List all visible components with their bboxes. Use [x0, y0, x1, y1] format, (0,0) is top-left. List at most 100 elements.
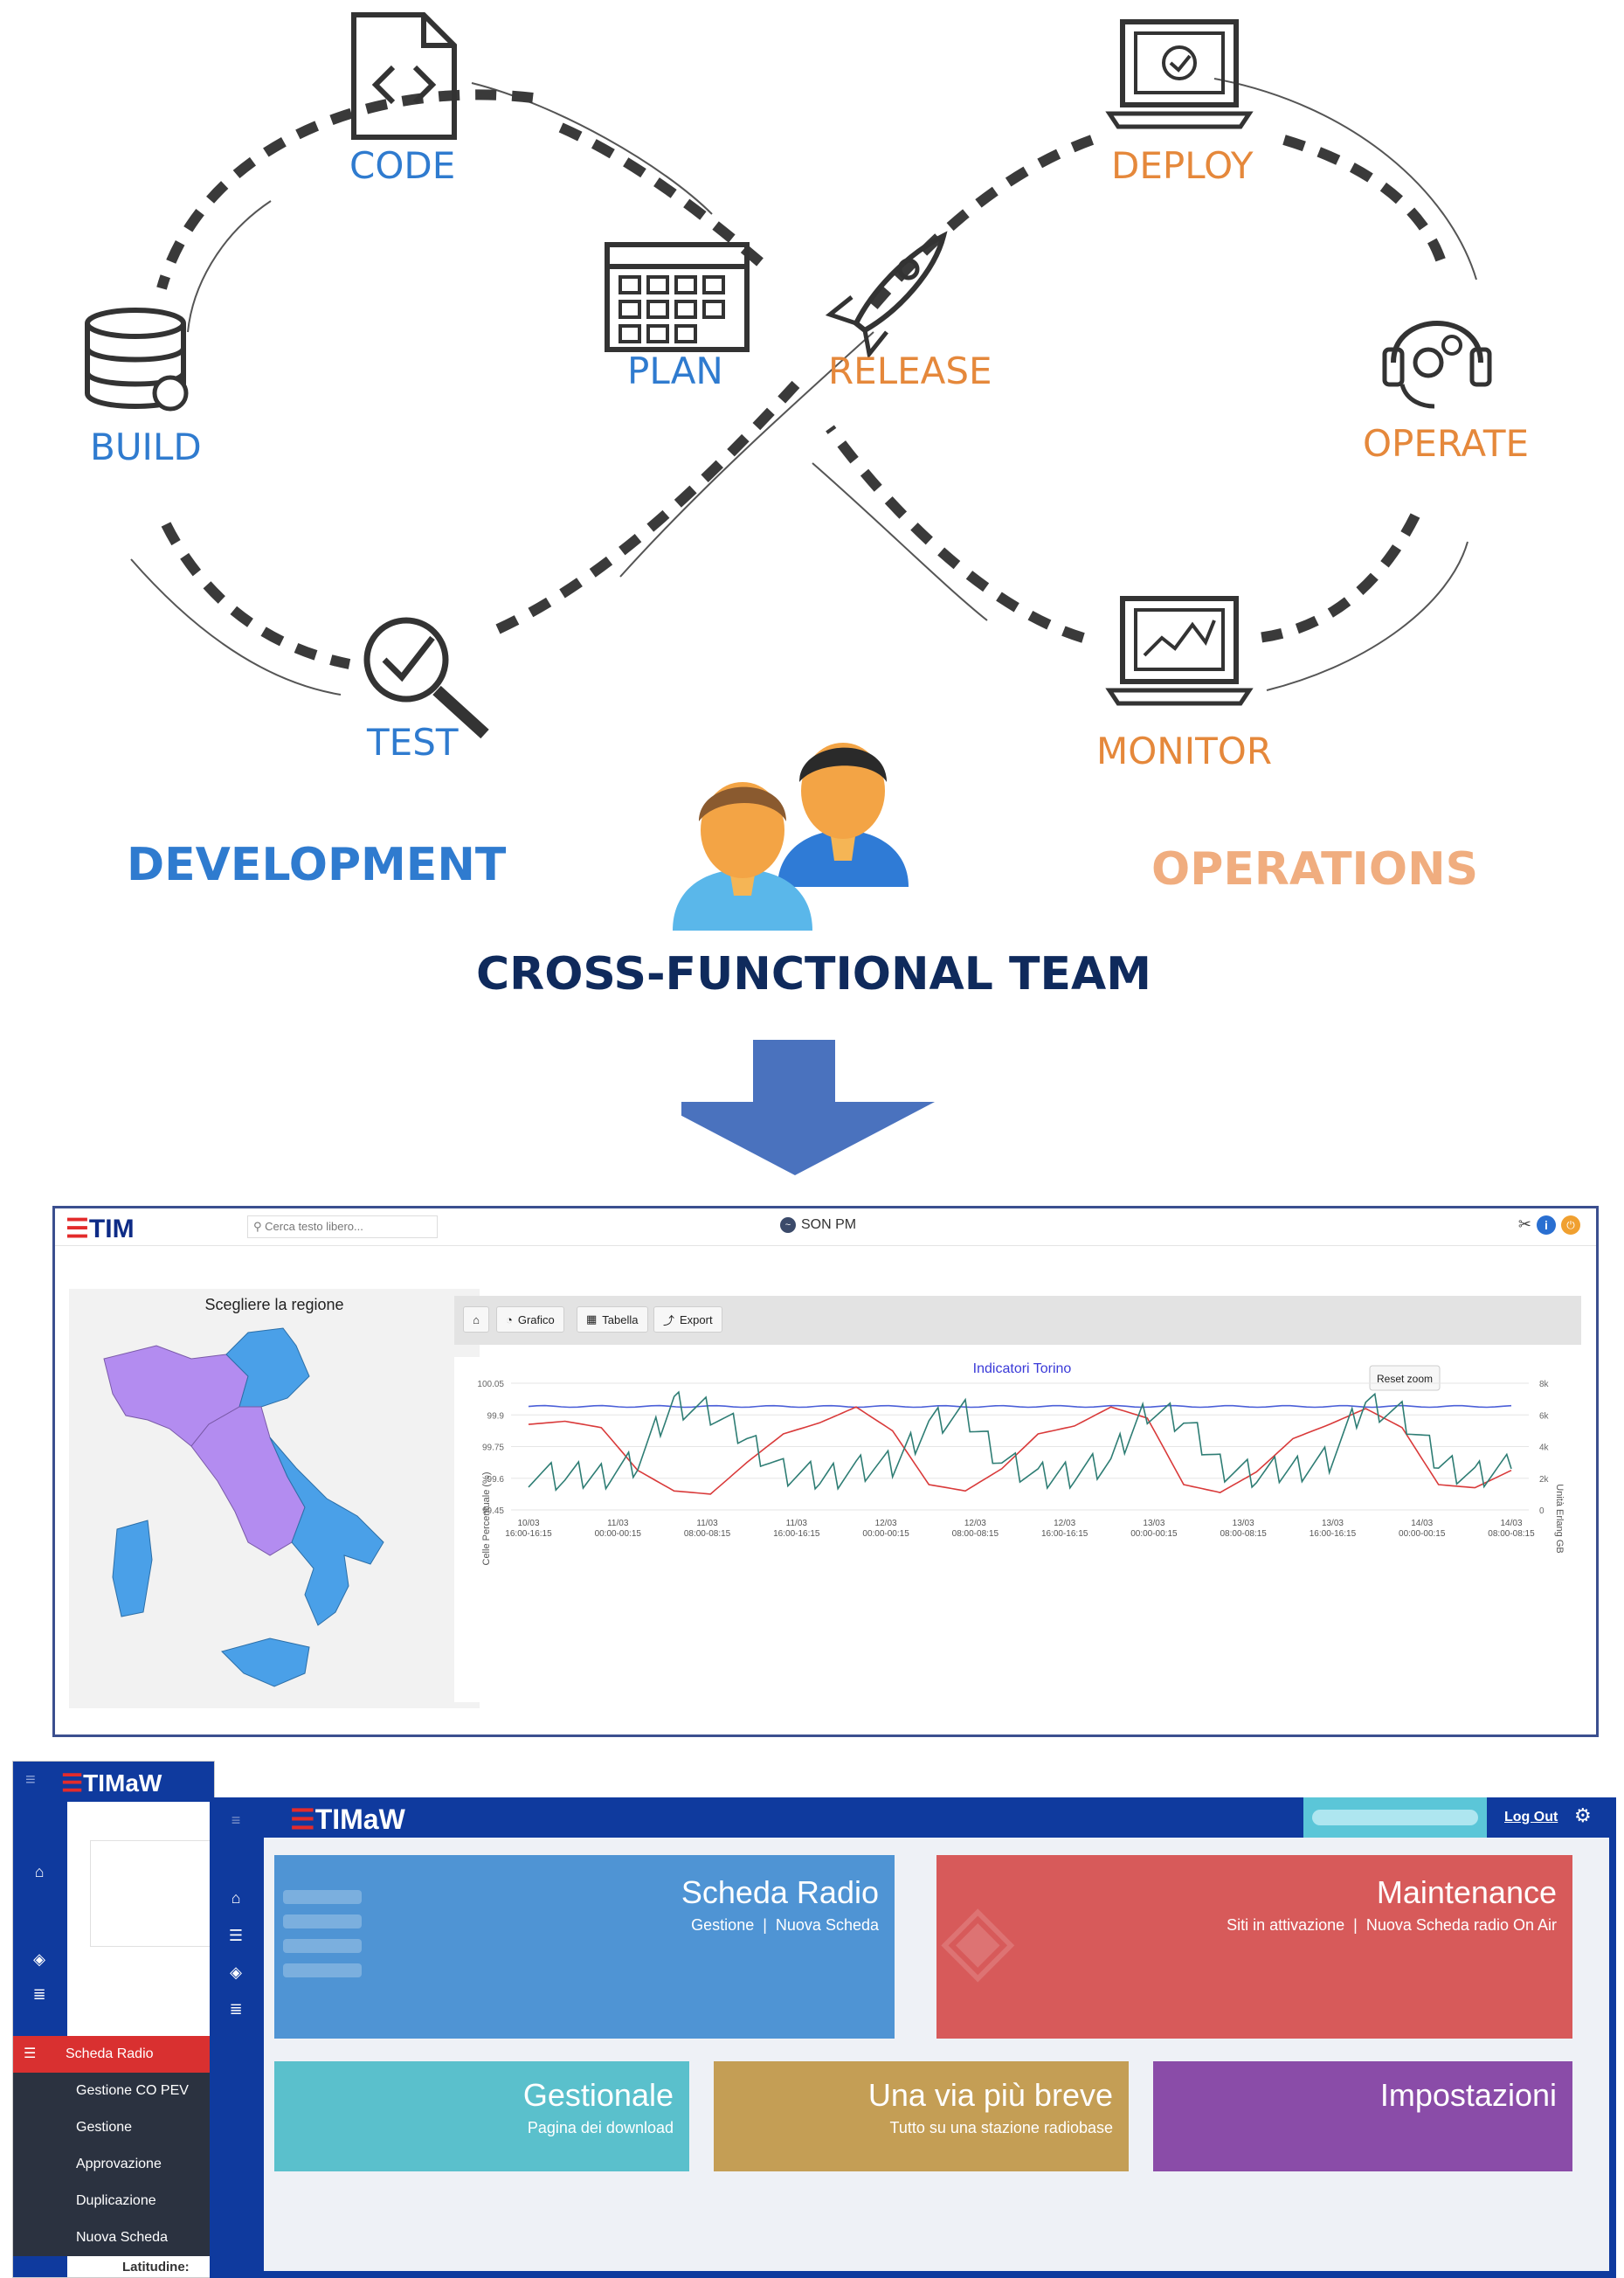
info-icon[interactable]: i [1537, 1215, 1556, 1235]
table-icon: ▦ [586, 1312, 598, 1326]
link-nuova-scheda[interactable]: Nuova Scheda [775, 1916, 879, 1934]
link-siti-in-attivazione[interactable]: Siti in attivazione [1227, 1916, 1345, 1934]
development-label: DEVELOPMENT [127, 839, 507, 891]
stage-release: RELEASE [828, 350, 992, 392]
app-title: ~ SON PM [780, 1217, 856, 1233]
map-region-sicily [221, 1638, 310, 1687]
y-tick-right: 4k [1539, 1444, 1550, 1453]
stage-plan: PLAN [627, 350, 723, 392]
svg-text:Reset zoom: Reset zoom [1377, 1373, 1433, 1385]
cross-functional-team-label: CROSS-FUNCTIONAL TEAM [476, 948, 1151, 1001]
y-tick-left: 99.6 [487, 1475, 505, 1485]
menu-gestione[interactable]: Gestione [13, 2109, 214, 2146]
list-icon[interactable]: ☰ [228, 1927, 244, 1944]
tim-stripes-icon: ☰ [66, 1215, 89, 1243]
main-header: ☰TIMaW Log Out ⚙ [264, 1797, 1616, 1838]
home-icon[interactable]: ⌂ [231, 1889, 241, 1907]
cube-icon[interactable]: ◈ [33, 1950, 45, 1968]
headset-gears-icon [1382, 321, 1492, 409]
menu-duplicazione[interactable]: Duplicazione [13, 2183, 214, 2219]
export-icon: ⤴ [663, 1313, 675, 1327]
team-avatars-icon [673, 743, 909, 931]
tile-una-via-piu-breve[interactable]: Una via più breve Tutto su una stazione … [714, 2061, 1129, 2171]
timaw-logo-main: ☰TIMaW [290, 1804, 405, 1835]
home-button[interactable]: ⌂ [463, 1306, 489, 1333]
power-icon[interactable]: ⏻ [1561, 1215, 1580, 1235]
y-tick-right: 0 [1539, 1506, 1545, 1516]
y-tick-right: 8k [1539, 1380, 1550, 1389]
pulse-icon: ~ [780, 1217, 796, 1233]
operations-label: OPERATIONS [1151, 843, 1479, 896]
sonpm-window: ☰TIM ⚲ Cerca testo libero... ~ SON PM ✂ … [52, 1206, 1599, 1737]
stage-code: CODE [349, 144, 456, 187]
stage-build: BUILD [90, 426, 202, 468]
link-nuova-scheda-on-air[interactable]: Nuova Scheda radio On Air [1365, 1916, 1557, 1934]
magnifier-check-icon [363, 617, 489, 739]
y-tick-left: 99.9 [487, 1411, 505, 1421]
latitude-label: Latitudine: [122, 2260, 190, 2275]
reset-zoom-button[interactable]: Reset zoom [1369, 1365, 1441, 1391]
tools-icon[interactable]: ✂ [1517, 1215, 1531, 1233]
timaw-main-window: ≡ ⌂ ☰ ◈ ≣ ☰TIMaW Log Out ⚙ Scheda Radio … [210, 1797, 1616, 2278]
tile-gestionale[interactable]: Gestionale Pagina dei download [274, 2061, 689, 2171]
logout-link[interactable]: Log Out [1504, 1810, 1558, 1824]
menu-gestione-co-pev[interactable]: Gestione CO PEV [13, 2073, 214, 2109]
user-name-blurred [1312, 1810, 1478, 1825]
menu-approvazione[interactable]: Approvazione [13, 2146, 214, 2183]
database-icon[interactable]: ≣ [229, 2000, 243, 2018]
map-region-sardinia [112, 1520, 153, 1617]
map-region-centre [190, 1406, 306, 1556]
main-body: Scheda Radio Gestione | Nuova Scheda Mai… [264, 1838, 1609, 2271]
gear-icon[interactable]: ⚙ [1574, 1804, 1592, 1826]
menu-nuova-scheda[interactable]: Nuova Scheda [13, 2219, 214, 2256]
hamburger-icon[interactable]: ≡ [231, 1811, 241, 1829]
link-gestione[interactable]: Gestione [691, 1916, 755, 1934]
search-input[interactable]: ⚲ Cerca testo libero... [247, 1215, 438, 1238]
y-tick-left: 99.45 [482, 1506, 504, 1516]
tile-maintenance[interactable]: Maintenance Siti in attivazione | Nuova … [936, 1855, 1572, 2039]
chart-icon: ◔ [506, 1312, 513, 1326]
chart-title: Indicatori Torino [973, 1361, 1072, 1376]
map-region-north-east [225, 1327, 310, 1408]
series-line [528, 1390, 1512, 1492]
down-arrow-icon [681, 1040, 935, 1175]
list-icon: ☰ [24, 2046, 37, 2061]
table-button[interactable]: ▦Tabella [577, 1306, 648, 1333]
y-axis-right-label: Unità Erlang GB [1554, 1484, 1565, 1553]
tile-impostazioni[interactable]: Impostazioni [1153, 2061, 1572, 2171]
calendar-icon [605, 242, 750, 352]
home-icon[interactable]: ⌂ [34, 1863, 45, 1880]
stage-monitor: MONITOR [1096, 730, 1272, 772]
stage-test: TEST [367, 721, 459, 764]
line-chart: Indicatori Torino Reset zoom 100.0599.99… [477, 1361, 1565, 1566]
stage-deploy: DEPLOY [1111, 144, 1254, 187]
tile-scheda-radio[interactable]: Scheda Radio Gestione | Nuova Scheda [274, 1855, 895, 2039]
code-file-icon [351, 12, 457, 140]
home-icon: ⌂ [473, 1312, 480, 1326]
map-region-south [269, 1437, 384, 1626]
database-icon[interactable]: ≣ [32, 1985, 46, 2003]
chart-button[interactable]: ◔Grafico [496, 1306, 564, 1333]
cube-icon[interactable]: ◈ [230, 1963, 242, 1981]
menu-scheda-radio[interactable]: ☰ Scheda Radio [13, 2036, 214, 2073]
region-map-panel: Scegliere la regione [69, 1289, 480, 1708]
series-line [528, 1404, 1512, 1409]
hamburger-icon[interactable]: ≡ [25, 1770, 36, 1790]
link-pagina-download[interactable]: Pagina dei download [527, 2119, 674, 2136]
laptop-monitor-icon [1105, 596, 1254, 706]
y-tick-left: 99.75 [482, 1444, 504, 1453]
italy-map[interactable] [95, 1324, 445, 1700]
cube-watermark-icon: ◈ [941, 1884, 1015, 1991]
export-button[interactable]: ⤴Export [653, 1306, 722, 1333]
